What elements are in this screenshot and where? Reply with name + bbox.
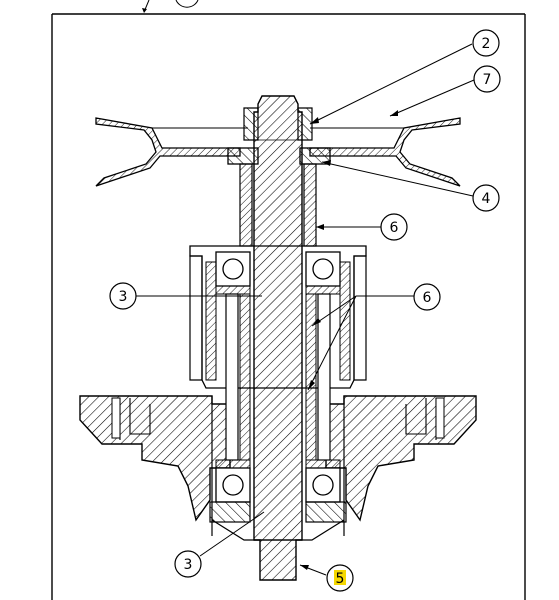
leader-lines	[136, 43, 475, 576]
svg-text:5: 5	[336, 571, 345, 587]
svg-text:3: 3	[184, 557, 193, 573]
svg-text:2: 2	[482, 36, 491, 52]
bearing-lower-right	[305, 459, 341, 503]
callout-2: 2	[472, 29, 500, 57]
callout-5-highlight	[334, 570, 346, 585]
bearing-upper-left	[215, 251, 251, 295]
bearing-upper-right	[305, 251, 341, 295]
callout-6-right: 6	[413, 283, 441, 311]
spindle-shaft	[253, 95, 303, 581]
callout-7: 7	[473, 65, 501, 93]
svg-text:6: 6	[390, 220, 399, 236]
pulley	[95, 107, 461, 187]
leader-arrowheads	[300, 110, 398, 570]
svg-text:4: 4	[482, 191, 491, 207]
callout-3-left: 3	[109, 282, 137, 310]
callout-6-upper: 6	[380, 213, 408, 241]
svg-text:3: 3	[119, 289, 128, 305]
svg-text:6: 6	[423, 290, 432, 306]
callout-5: 5	[326, 564, 354, 592]
drawing-frame	[51, 0, 526, 600]
callout-3-bottom: 3	[174, 550, 202, 578]
inner-spacer	[209, 293, 347, 523]
spindle-housing	[79, 245, 477, 541]
callout-4: 4	[472, 184, 500, 212]
spacer-tube	[239, 163, 317, 247]
svg-text:7: 7	[483, 72, 492, 88]
bearing-lower-left	[215, 459, 251, 503]
